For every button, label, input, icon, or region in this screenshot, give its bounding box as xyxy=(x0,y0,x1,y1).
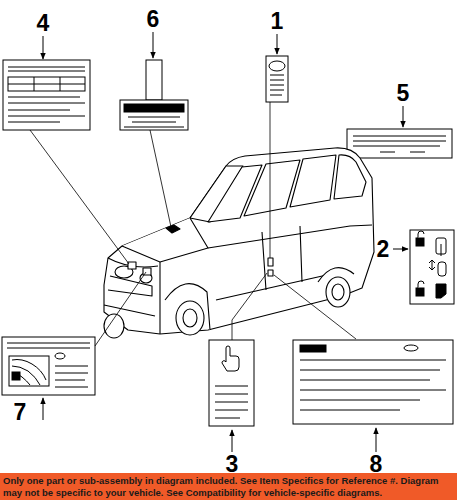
label-2-drawing xyxy=(410,230,454,304)
callout-number: 5 xyxy=(397,81,410,105)
callout-arrow xyxy=(277,34,278,54)
callout-number: 6 xyxy=(147,7,160,31)
callout-arrow xyxy=(232,430,233,452)
callout-number: 7 xyxy=(14,400,27,424)
callout-number: 3 xyxy=(226,452,239,476)
label-8-drawing xyxy=(293,340,453,424)
callout-arrow xyxy=(393,249,408,250)
label-6-drawing xyxy=(120,60,188,130)
callout-arrow xyxy=(153,32,154,58)
callout-arrow xyxy=(43,36,44,59)
callout-arrow xyxy=(43,398,44,420)
notice-text: Only one part or sub-assembly in diagram… xyxy=(3,475,454,499)
label-5-drawing xyxy=(347,129,452,158)
callout-number: 4 xyxy=(37,11,50,35)
minivan-drawing xyxy=(104,148,374,338)
label-1-drawing xyxy=(266,56,288,102)
label-4-drawing xyxy=(3,60,90,130)
leader-lines xyxy=(30,102,356,346)
label-7-drawing xyxy=(2,337,95,395)
callout-number: 1 xyxy=(271,9,284,33)
callout-arrow xyxy=(376,428,377,452)
callout-number: 2 xyxy=(377,237,390,261)
label-3-drawing xyxy=(209,340,254,426)
callout-number: 8 xyxy=(370,452,383,476)
callout-arrow xyxy=(403,106,404,127)
